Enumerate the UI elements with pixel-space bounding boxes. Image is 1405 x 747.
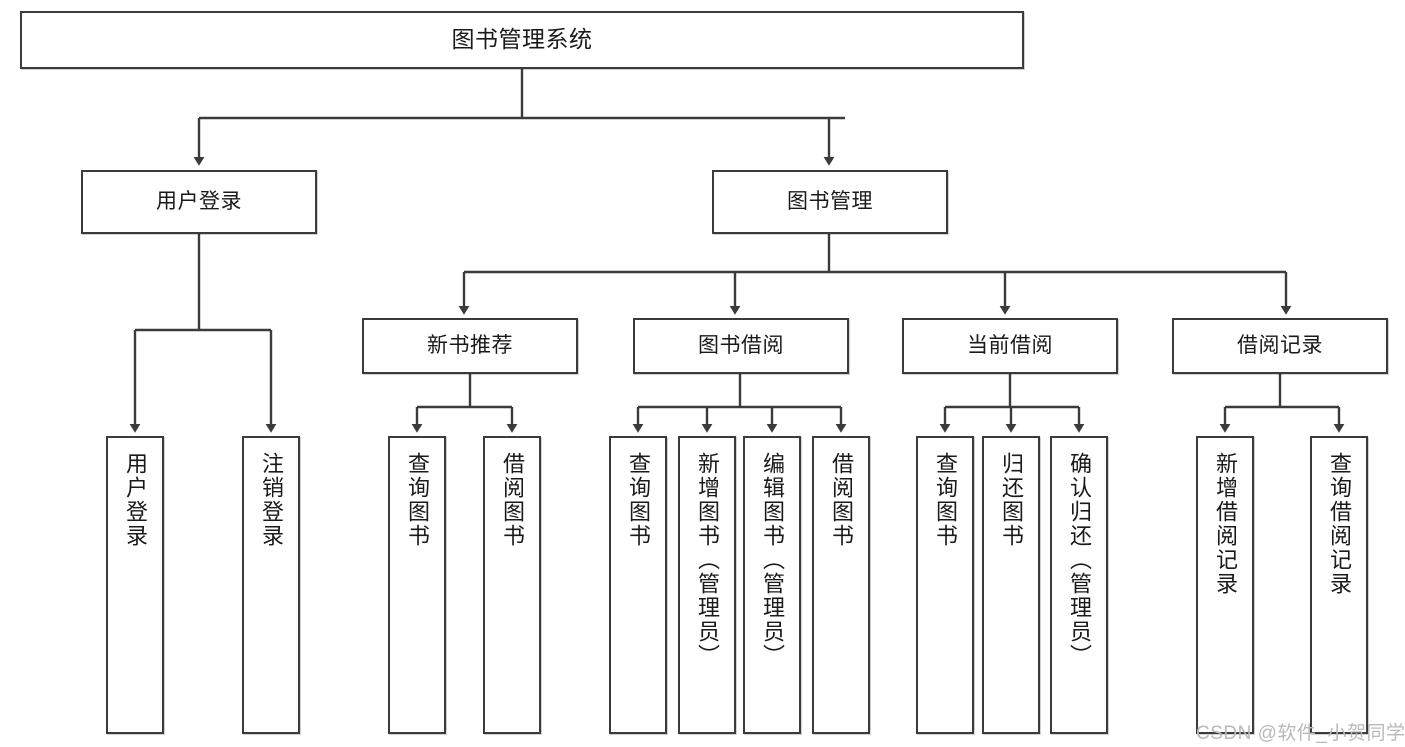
node-label: 新增借阅记录 xyxy=(1212,452,1238,596)
node-label: 新书推荐 xyxy=(427,334,513,358)
node-label: 借阅图书 xyxy=(828,452,854,548)
node-label: 查询图书 xyxy=(932,452,958,548)
node-user-login[interactable]: 用户登录 xyxy=(81,170,317,234)
node-current-borrow[interactable]: 当前借阅 xyxy=(902,318,1118,374)
leaf-records-query-record[interactable]: 查询借阅记录 xyxy=(1310,436,1368,734)
node-label: 用户登录 xyxy=(122,452,148,548)
leaf-current-confirm-return[interactable]: 确认归还（管理员） xyxy=(1050,436,1108,734)
leaf-records-add-record[interactable]: 新增借阅记录 xyxy=(1196,436,1254,734)
leaf-borrow-add-book[interactable]: 新增图书（管理员） xyxy=(678,436,736,734)
node-label: 借阅图书 xyxy=(499,452,525,548)
leaf-borrow-edit-book[interactable]: 编辑图书（管理员） xyxy=(743,436,801,734)
leaf-borrow-query-book[interactable]: 查询图书 xyxy=(609,436,667,734)
leaf-current-return-book[interactable]: 归还图书 xyxy=(982,436,1040,734)
leaf-new-book-borrow[interactable]: 借阅图书 xyxy=(483,436,541,734)
node-label: 查询借阅记录 xyxy=(1326,452,1352,596)
node-label: 用户登录 xyxy=(156,190,242,214)
node-label: 当前借阅 xyxy=(967,334,1053,358)
node-label: 图书管理系统 xyxy=(451,26,593,53)
node-label: 编辑图书（管理员） xyxy=(759,452,785,668)
node-label: 查询图书 xyxy=(404,452,430,548)
node-label: 新增图书（管理员） xyxy=(694,452,720,668)
leaf-user-login-logout[interactable]: 注销登录 xyxy=(242,436,300,734)
csdn-watermark: CSDN @软件_小贺同学 xyxy=(1196,723,1405,744)
leaf-new-book-query[interactable]: 查询图书 xyxy=(388,436,446,734)
node-new-book-recommend[interactable]: 新书推荐 xyxy=(362,318,578,374)
node-label: 查询图书 xyxy=(625,452,651,548)
node-label: 确认归还（管理员） xyxy=(1066,452,1092,668)
node-label: 注销登录 xyxy=(258,452,284,548)
node-label: 图书管理 xyxy=(787,190,873,214)
leaf-current-query-book[interactable]: 查询图书 xyxy=(916,436,974,734)
node-label: 借阅记录 xyxy=(1237,334,1323,358)
node-label: 图书借阅 xyxy=(698,334,784,358)
leaf-borrow-borrow-book[interactable]: 借阅图书 xyxy=(812,436,870,734)
node-borrow-records[interactable]: 借阅记录 xyxy=(1172,318,1388,374)
node-label: 归还图书 xyxy=(998,452,1024,548)
node-book-management[interactable]: 图书管理 xyxy=(712,170,948,234)
node-root-system[interactable]: 图书管理系统 xyxy=(20,11,1024,69)
node-book-borrow[interactable]: 图书借阅 xyxy=(633,318,849,374)
leaf-user-login-login[interactable]: 用户登录 xyxy=(106,436,164,734)
